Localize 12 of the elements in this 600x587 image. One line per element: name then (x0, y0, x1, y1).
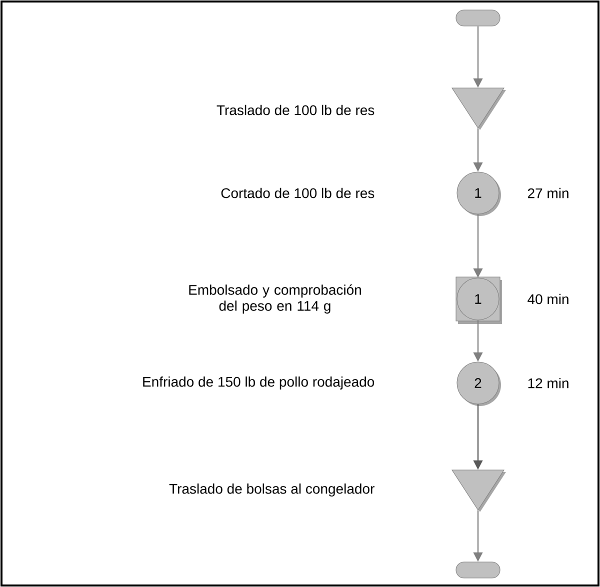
transport-triangle (452, 470, 506, 512)
step-description: Enfriado de 150 lb de pollo rodajeado (143, 376, 374, 390)
step-description: Traslado de 100 lb de res (216, 104, 374, 116)
duration-label: 40 min (528, 294, 568, 304)
duration-label: 27 min (528, 188, 568, 198)
duration-label: 12 min (528, 378, 568, 388)
transport-triangle (452, 88, 506, 130)
terminal-capsule (456, 10, 500, 26)
step-description: Embolsado y comprobación del peso en 114 g (189, 284, 361, 314)
step-description: Cortado de 100 lb de res (221, 188, 374, 198)
step-description: Traslado de bolsas al congelador (169, 483, 374, 497)
terminal-capsule (456, 562, 500, 578)
